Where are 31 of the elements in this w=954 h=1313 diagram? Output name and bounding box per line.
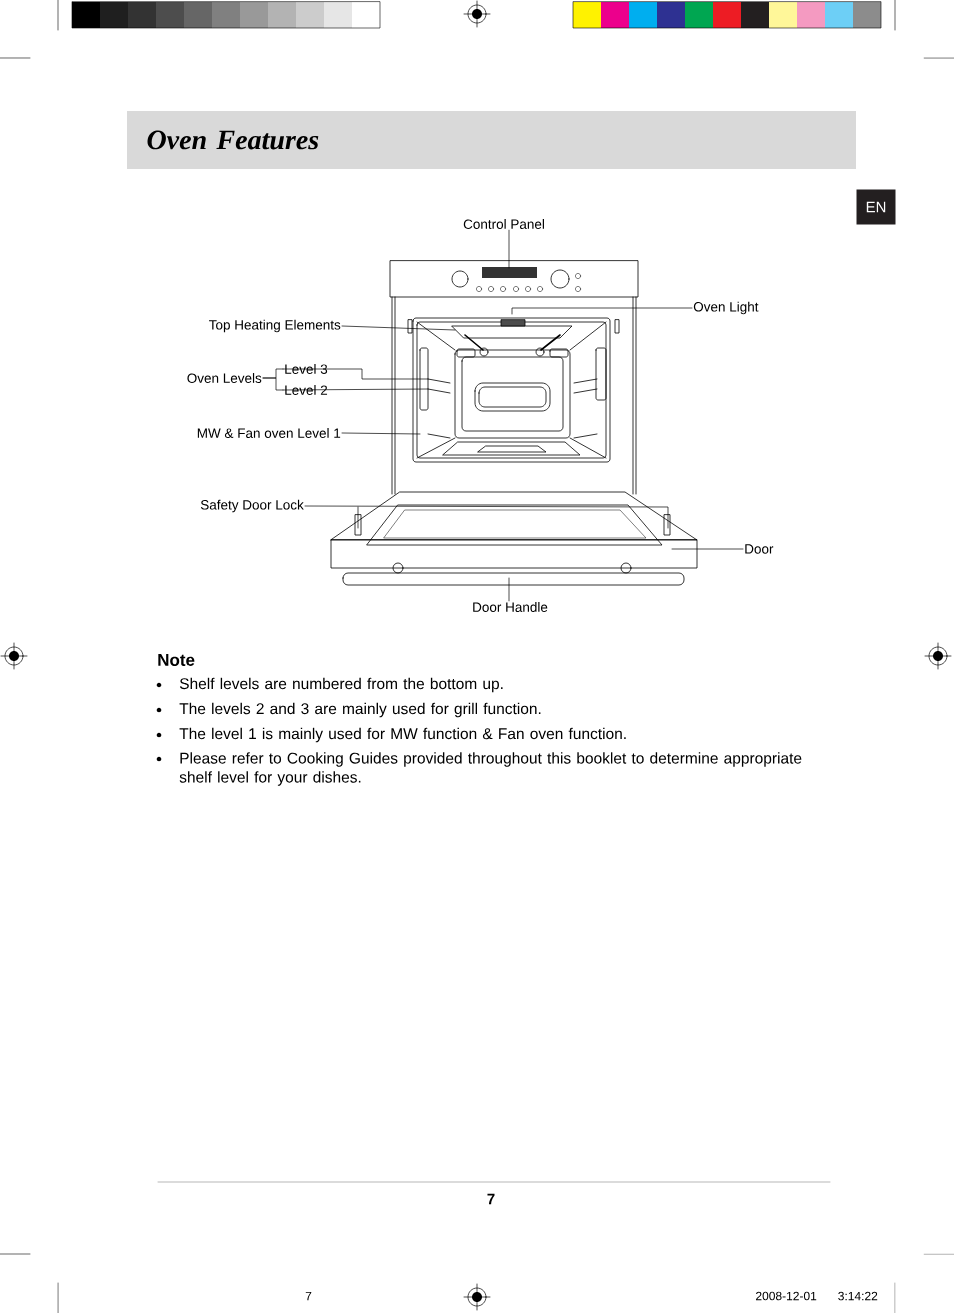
bullet-text: Shelf levels are numbered from the bottom up.	[179, 677, 503, 693]
part-label: Level 2	[285, 385, 328, 395]
print-date: 2008-12-01	[756, 1291, 817, 1301]
part-label: Top Heating Elements	[209, 319, 341, 333]
leader-line	[511, 307, 693, 315]
leader-line	[341, 325, 456, 331]
leader-line	[341, 432, 421, 435]
leader-line	[508, 577, 510, 602]
language-tab: EN	[856, 189, 896, 225]
note-heading: Note	[158, 654, 195, 666]
leader-line	[671, 548, 744, 550]
page-number: 7	[305, 1291, 312, 1301]
part-label: Level 3	[285, 364, 328, 374]
leader-line	[304, 505, 669, 529]
part-label: Control Panel	[463, 219, 544, 229]
part-label: Safety Door Lock	[200, 499, 304, 513]
part-label: MW & Fan oven Level 1	[197, 428, 341, 438]
part-label: Door	[745, 544, 774, 554]
page-number: 7	[487, 1193, 495, 1205]
leader-line	[282, 368, 429, 380]
part-label: Oven Levels	[187, 373, 262, 383]
print-time: 3:14:22	[838, 1291, 878, 1301]
leader-line	[282, 388, 429, 391]
bullet-text: The level 1 is mainly used for MW function & Fan oven function.	[179, 727, 626, 743]
leader-line	[508, 229, 510, 269]
title-banner: Oven Features	[127, 111, 856, 169]
bullet-text: Please refer to Cooking Guides provided throughout this booklet to determine appropriate shelf level for your dishes.	[179, 752, 802, 786]
leader-line	[262, 377, 284, 391]
part-label: Door Handle	[473, 602, 548, 612]
part-label: Oven Light	[693, 301, 759, 315]
bullet-text: The levels 2 and 3 are mainly used for grill function.	[179, 702, 541, 718]
